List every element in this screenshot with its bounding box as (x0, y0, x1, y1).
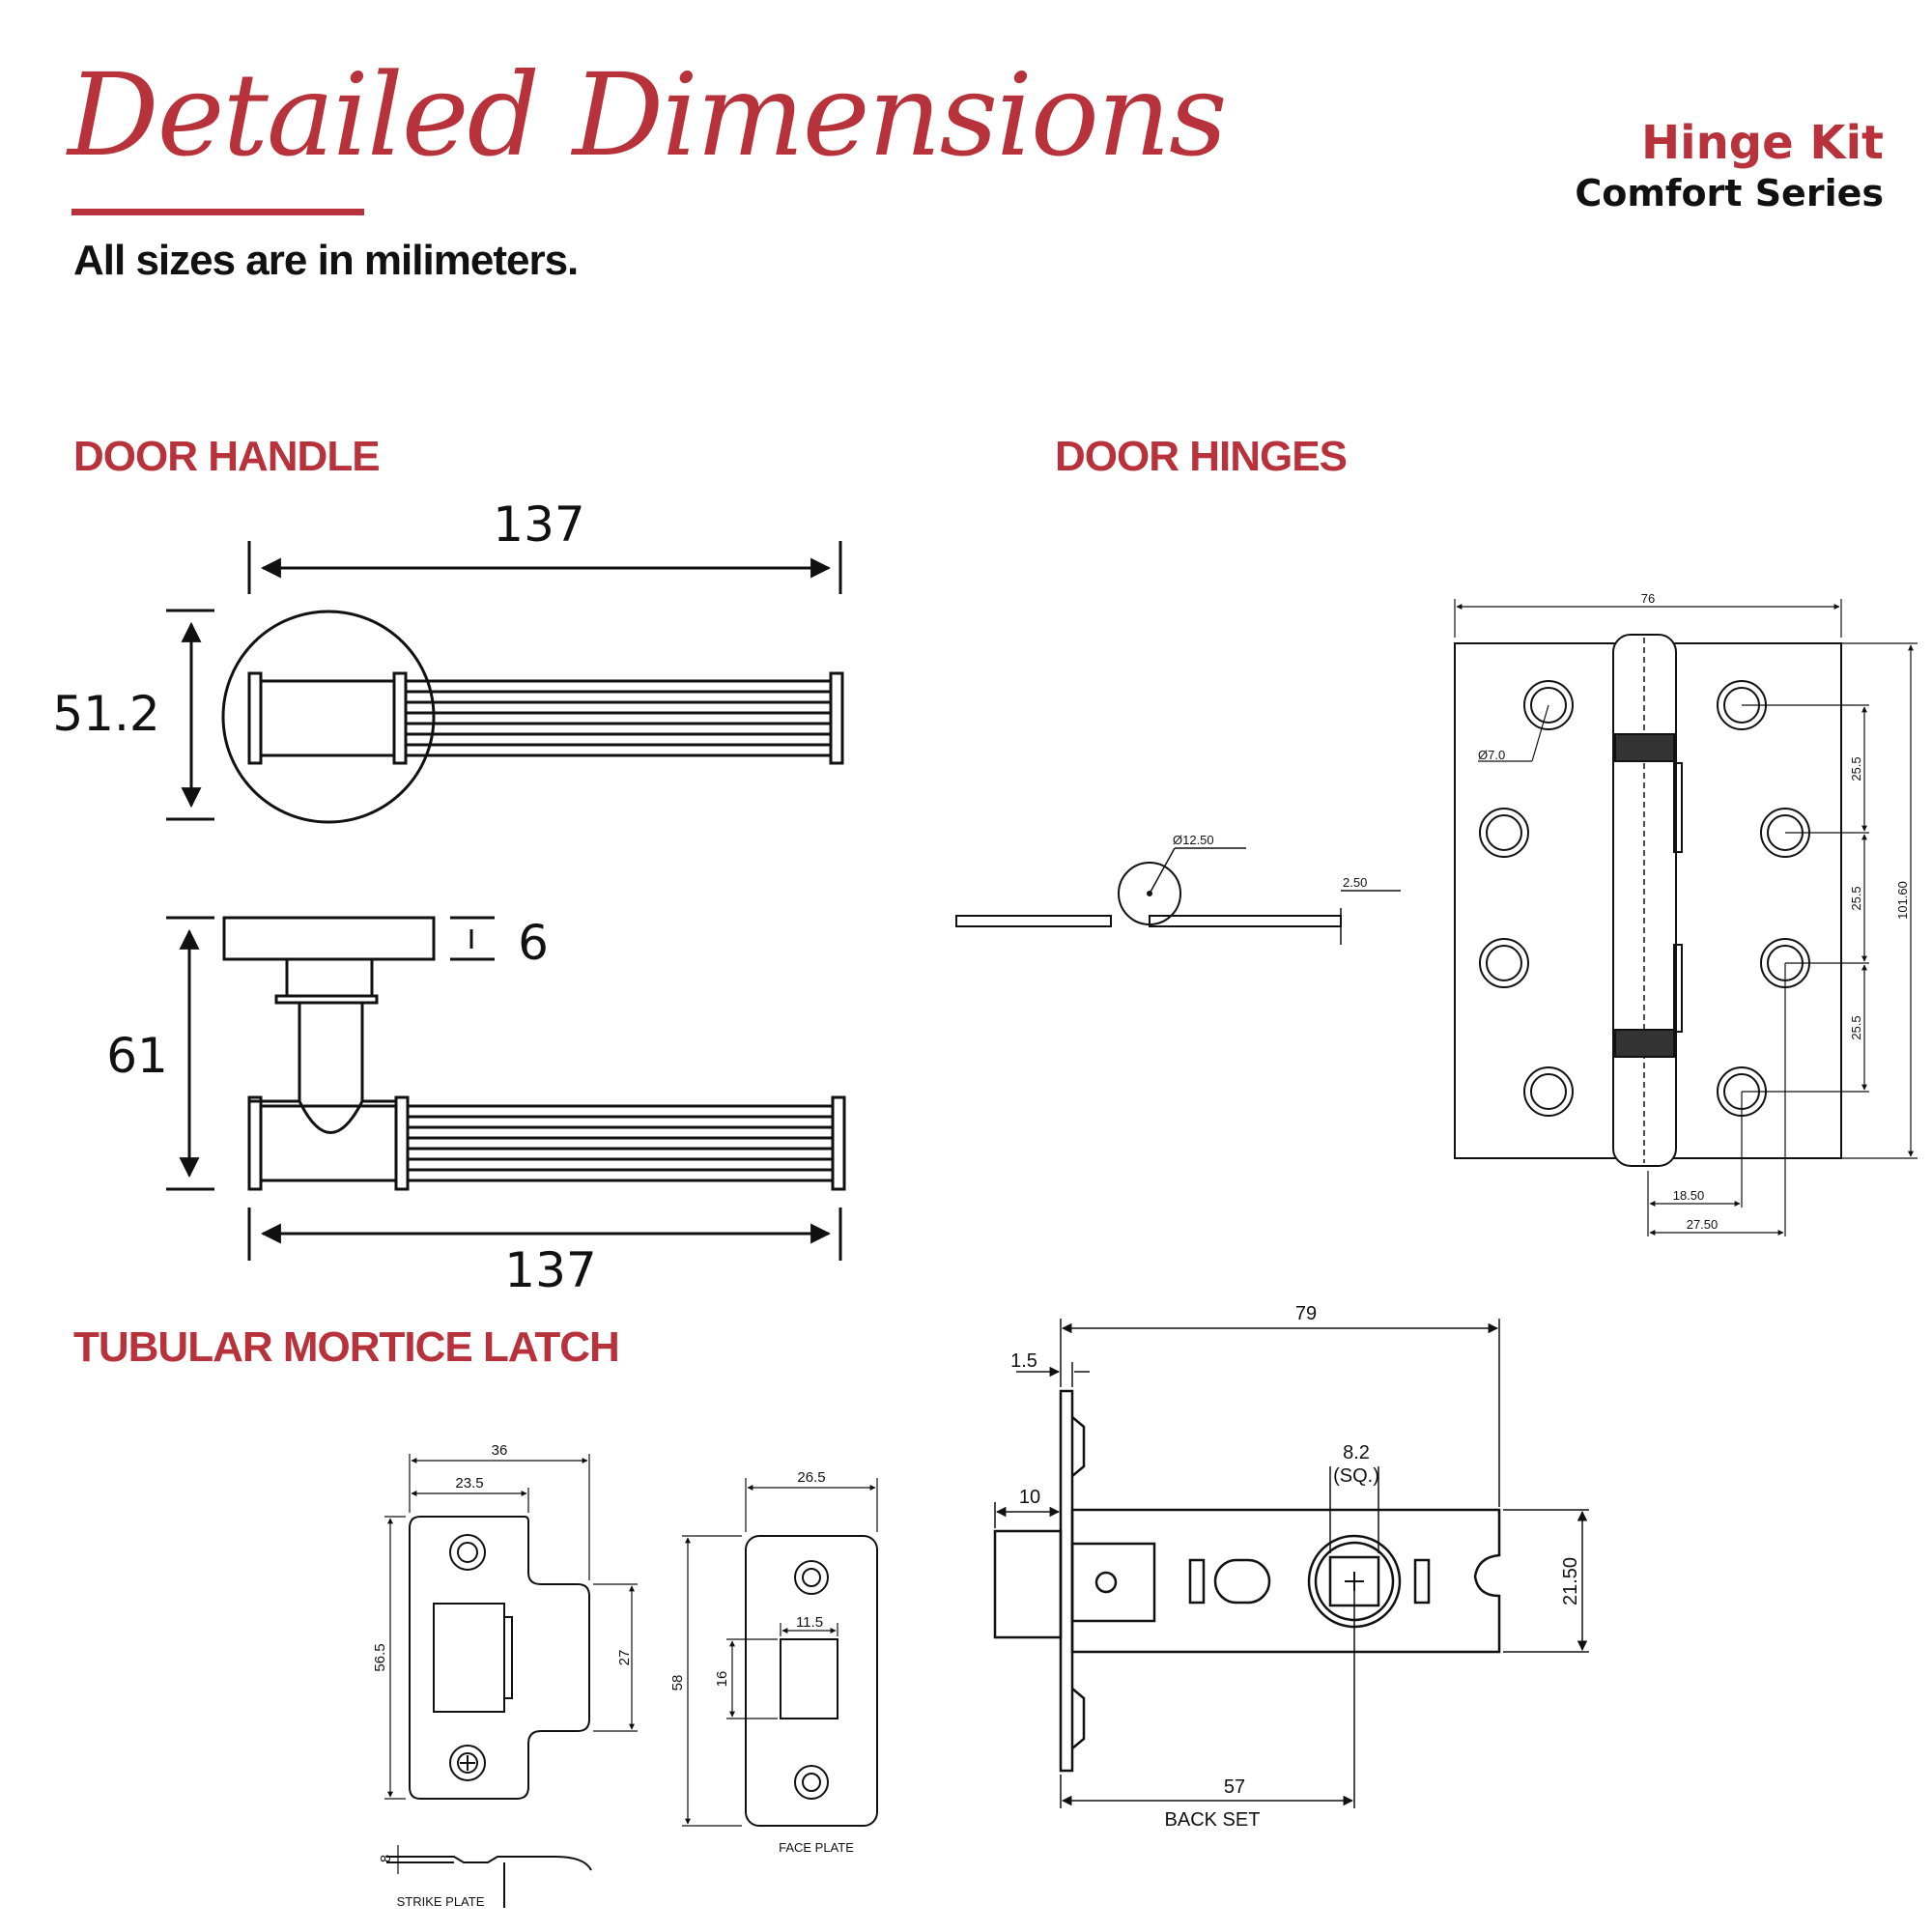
face-plate (682, 1478, 878, 1827)
dim-strike-tongue: 27 (616, 1650, 633, 1666)
dim-hinge-height: 101.60 (1895, 881, 1910, 920)
product-name: Hinge Kit (1640, 116, 1884, 170)
dim-face-width: 26.5 (797, 1469, 825, 1486)
handle-top-view (166, 541, 844, 824)
dim-hinge-offset-1: 18.50 (1673, 1188, 1705, 1203)
product-label: Hinge Kit Comfort Series (1575, 116, 1884, 216)
dim-handle-rose-height: 51.2 (52, 686, 159, 742)
dim-latch-spindle: 8.2 (1343, 1442, 1370, 1463)
units-note: All sizes are in milimeters. (73, 237, 579, 284)
latch-body (993, 1319, 1589, 1808)
section-latch: TUBULAR MORTICE LATCH (73, 1323, 620, 1371)
dim-hinge-width: 76 (1641, 591, 1655, 606)
strike-plate-label: STRIKE PLATE (397, 1894, 485, 1909)
hinge-screw-holes (1479, 680, 1810, 1117)
dim-latch-length: 79 (1295, 1303, 1317, 1324)
face-plate-label: FACE PLATE (779, 1840, 854, 1855)
dim-handle-rose-thickness: 6 (518, 915, 549, 971)
hinge-face-view (1454, 599, 1918, 1236)
dim-strike-width: 36 (492, 1442, 508, 1459)
section-door-hinges: DOOR HINGES (1055, 433, 1348, 480)
dim-face-height: 58 (669, 1675, 686, 1691)
dim-handle-length-bottom: 137 (504, 1242, 596, 1298)
dim-hinge-pitch-2: 25.5 (1849, 886, 1863, 910)
dim-hinge-pitch-1: 25.5 (1849, 756, 1863, 781)
strike-plate (384, 1454, 638, 1908)
dim-handle-projection: 61 (106, 1028, 168, 1084)
dim-strike-height: 56.5 (372, 1643, 388, 1671)
dim-latch-spindle-note: (SQ.) (1333, 1465, 1379, 1487)
dim-latch-backset: 57 (1224, 1776, 1245, 1798)
dim-face-slot-height: 16 (714, 1671, 730, 1688)
dim-hinge-pitch-3: 25.5 (1849, 1015, 1863, 1039)
dim-strike-inner: 23.5 (455, 1475, 483, 1492)
dim-latch-throw: 10 (1019, 1487, 1040, 1508)
dim-strike-depth: 8 (378, 1855, 394, 1862)
dim-face-slot-width: 11.5 (796, 1614, 823, 1631)
dim-latch-plate-thickness: 1.5 (1010, 1350, 1037, 1372)
dim-hinge-screw-hole: Ø7.0 (1478, 748, 1505, 762)
dim-hinge-leaf-thickness: 2.50 (1343, 875, 1367, 890)
dim-latch-height: 21.50 (1560, 1557, 1581, 1605)
backset-label: BACK SET (1165, 1809, 1261, 1831)
hinge-end-view (955, 847, 1401, 945)
dim-hinge-offset-2: 27.50 (1687, 1217, 1719, 1232)
dim-hinge-knuckle: Ø12.50 (1173, 833, 1214, 847)
handle-side-view (166, 916, 846, 1261)
page-title: Detailed Dimensions (68, 48, 1228, 182)
product-series: Comfort Series (1575, 172, 1884, 214)
dim-handle-length-top: 137 (493, 497, 584, 553)
section-door-handle: DOOR HANDLE (73, 433, 381, 480)
title-underline (71, 209, 364, 215)
